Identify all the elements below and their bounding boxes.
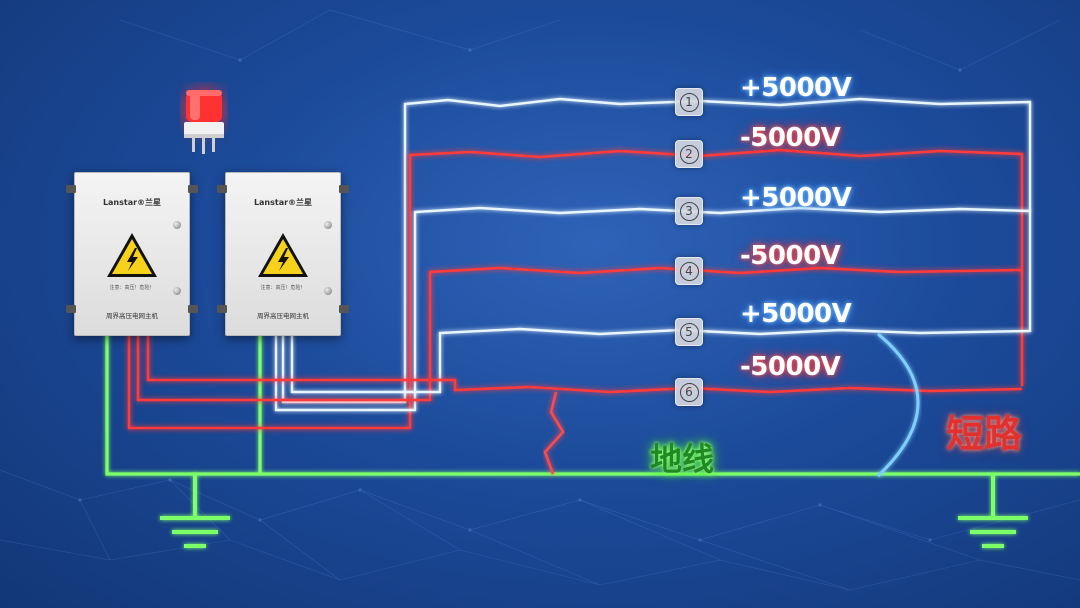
- high-voltage-warning-icon: [107, 233, 157, 277]
- mount-bracket: [66, 185, 76, 193]
- wire-number-4: 4: [675, 257, 703, 285]
- voltage-label-5: +5000V: [740, 299, 852, 329]
- alarm-light-icon: [180, 86, 228, 154]
- leakage-spark: [543, 391, 565, 475]
- mount-bracket: [188, 305, 198, 313]
- wire-5: [290, 327, 1031, 394]
- mount-bracket: [66, 305, 76, 313]
- wire-number-5: 5: [675, 318, 703, 346]
- mount-bracket: [217, 185, 227, 193]
- wire-number-6-text: 6: [679, 382, 699, 402]
- wire-number-3-text: 3: [679, 201, 699, 221]
- wire-number-4-text: 4: [679, 261, 699, 281]
- short-circuit-label: 短路: [946, 412, 1023, 456]
- wire-number-3: 3: [675, 197, 703, 225]
- voltage-label-2: -5000V: [740, 123, 841, 153]
- controller-box-1: Lanstar®兰星 注意：高压！危险！ 周界高压电网主机: [66, 172, 198, 336]
- wire-number-5-text: 5: [679, 322, 699, 342]
- brand-label: Lanstar®兰星: [253, 198, 313, 207]
- wire-number-6: 6: [675, 378, 703, 406]
- wire-number-2: 2: [675, 140, 703, 168]
- wire-6: [146, 335, 1023, 394]
- mount-bracket: [339, 305, 349, 313]
- ground-symbol-icon: [160, 474, 230, 548]
- voltage-label-4: -5000V: [740, 241, 841, 271]
- high-voltage-warning-icon: [258, 233, 308, 277]
- mount-bracket: [188, 185, 198, 193]
- voltage-label-1: +5000V: [740, 73, 852, 103]
- mount-bracket: [339, 185, 349, 193]
- ground-symbol-icon: [958, 474, 1028, 548]
- wire-1: [281, 97, 1032, 404]
- ground-wire-label: 地线: [650, 440, 715, 478]
- voltage-label-6: -5000V: [740, 352, 841, 382]
- wire-number-2-text: 2: [679, 144, 699, 164]
- warning-text: 注意：高压！危险！: [109, 285, 155, 291]
- controller-box-2: Lanstar®兰星 注意：高压！危险！ 周界高压电网主机: [217, 172, 349, 336]
- device-name: 周界高压电网主机: [257, 312, 309, 320]
- short-circuit-arc: [876, 332, 920, 478]
- mount-bracket: [217, 305, 227, 313]
- warning-text: 注意：高压！危险！: [260, 285, 306, 291]
- wire-number-1: 1: [675, 88, 703, 116]
- lock-knob: [173, 221, 181, 229]
- lock-knob: [324, 221, 332, 229]
- device-name: 周界高压电网主机: [106, 312, 158, 320]
- wire-2: [127, 148, 1024, 430]
- wire-3: [274, 206, 1031, 412]
- wire-4: [136, 266, 1023, 402]
- brand-label: Lanstar®兰星: [102, 198, 162, 207]
- lock-knob: [173, 287, 181, 295]
- ground-wire: [105, 332, 1080, 476]
- lock-knob: [324, 287, 332, 295]
- background-network-mesh: [0, 9, 1080, 591]
- wire-number-1-text: 1: [679, 92, 699, 112]
- voltage-label-3: +5000V: [740, 183, 852, 213]
